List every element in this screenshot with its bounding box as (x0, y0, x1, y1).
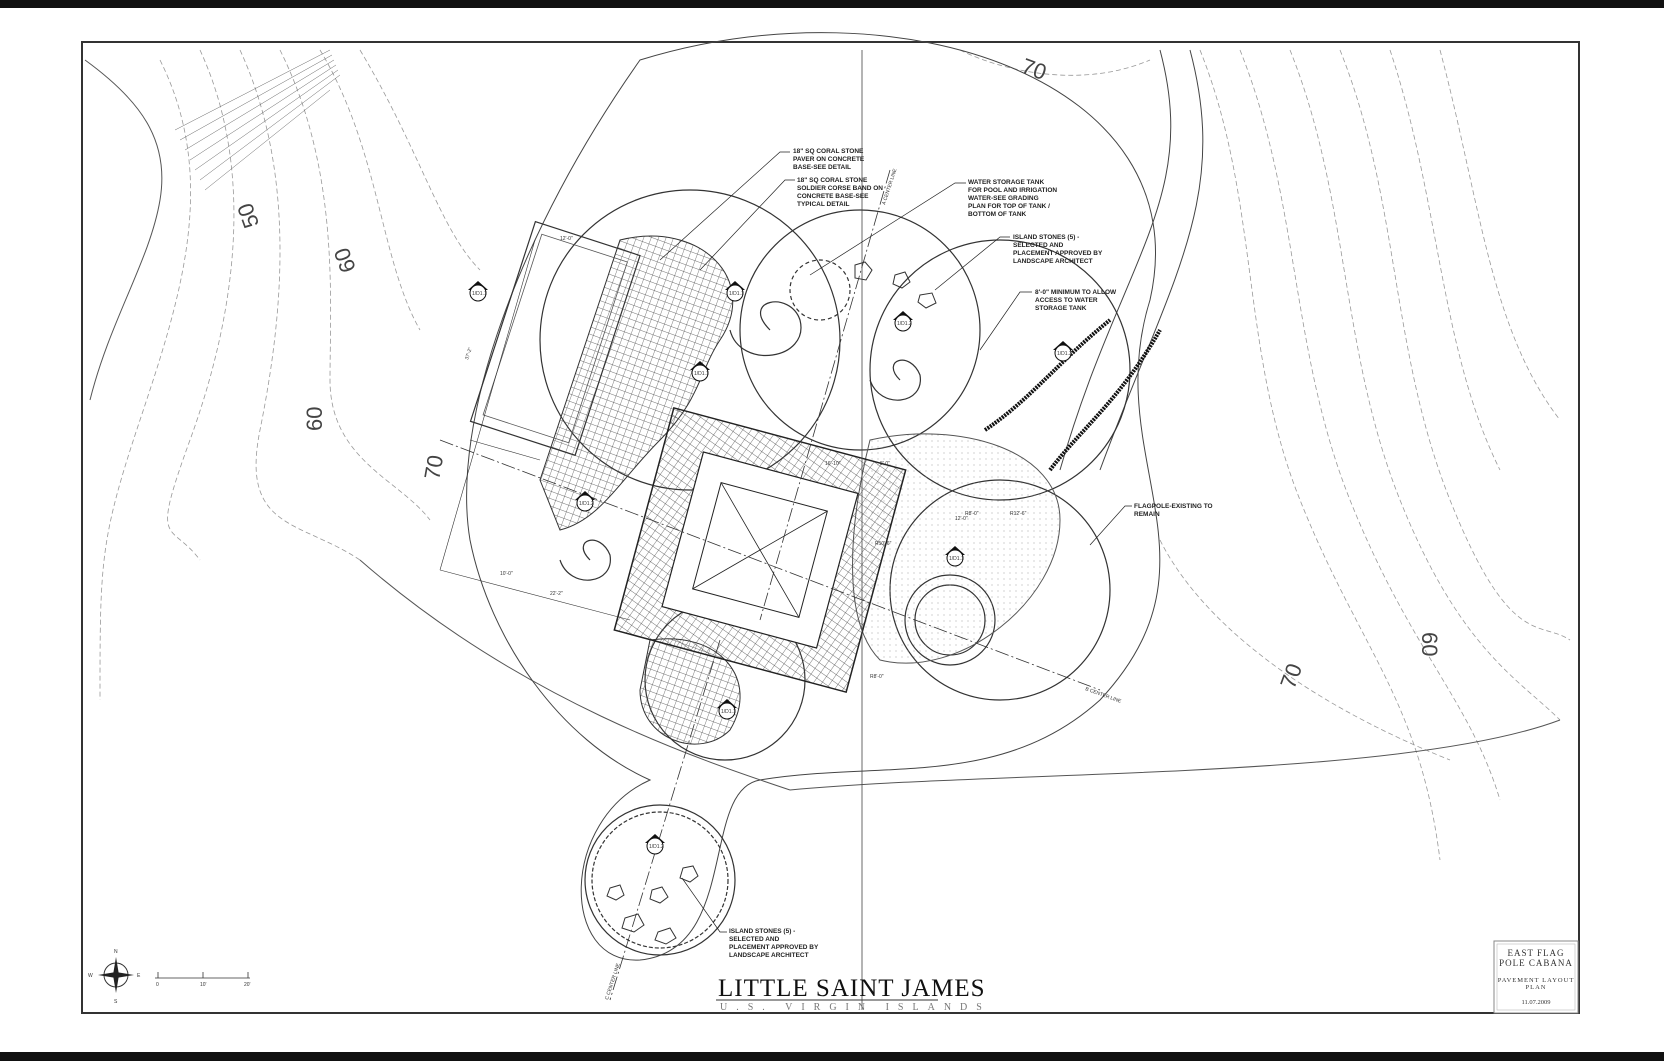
dimension-label: 12'-0" (955, 516, 968, 522)
scan-edge-top (0, 0, 1664, 8)
svg-text:1/D1.1: 1/D1.1 (729, 291, 744, 297)
road-edge-east (1099, 49, 1204, 471)
decorative-spirals (559, 301, 921, 581)
drawing-date: 11.07.2009 (1521, 999, 1550, 1006)
dimension-label: 8'-0" (880, 461, 890, 467)
dimension-label: R10'-6" (875, 541, 892, 547)
detail-tag: 1/D1.1 (690, 361, 710, 382)
contour-label: 60 (1417, 632, 1442, 656)
detail-tag: 1/D1.1 (945, 546, 965, 567)
dimension-label: 10'-0" (500, 571, 513, 577)
site-boundary (789, 719, 1561, 791)
detail-tag: 1/D1.2 (893, 311, 913, 332)
svg-text:N: N (114, 949, 118, 955)
dimension-lines (439, 239, 631, 621)
hatched-slope (174, 49, 341, 191)
leader-lines (659, 151, 1132, 933)
contour-lines (99, 49, 1571, 861)
road-edge-west (1059, 49, 1172, 471)
detail-tag: 1/D1.1 (725, 281, 745, 302)
sheet-name-line1: Pavement Layout (1498, 977, 1575, 984)
dimension-label: 16'-10" (825, 461, 841, 467)
site-boundary-west (359, 559, 791, 791)
detail-tag: 1/D1.1 (717, 699, 737, 720)
scan-edge-bottom (0, 1052, 1664, 1061)
detail-tag: 1/D1.3 (1053, 341, 1073, 362)
svg-text:W: W (88, 973, 93, 979)
dimension-label: 12'-0" (560, 236, 573, 242)
title-block: East Flag Pole Cabana Pavement Layout Pl… (1493, 940, 1579, 1014)
svg-text:1/D1.1: 1/D1.1 (472, 291, 487, 297)
svg-text:20': 20' (244, 982, 251, 988)
drawing-title: Little Saint James (718, 975, 986, 1002)
detail-tag: 1/D1.2 (575, 491, 595, 512)
pool (469, 220, 641, 457)
north-arrow-compass-icon: N S E W (88, 949, 141, 1005)
detail-tags: 1/D1.1 1/D1.1 1/D1.2 1/D1.3 1/D1.1 1/D1.… (468, 281, 1073, 855)
landscape-outline (466, 32, 1161, 961)
svg-text:1/D1.2: 1/D1.2 (649, 844, 664, 850)
svg-text:1/D1.3: 1/D1.3 (1057, 351, 1072, 357)
dimension-label: R8'-0" (965, 511, 979, 517)
dimension-label: R8'-0" (870, 674, 884, 680)
svg-text:1/D1.2: 1/D1.2 (897, 321, 912, 327)
svg-text:1/D1.1: 1/D1.1 (694, 371, 709, 377)
project-name-line1: East Flag (1507, 948, 1564, 958)
dimension-label: 22'-2" (550, 591, 563, 597)
svg-text:0: 0 (156, 982, 159, 988)
cabana-building (613, 406, 907, 694)
sheet-name-line2: Plan (1526, 984, 1547, 991)
drawing-subtitle: U.S. Virgin Islands (720, 1002, 991, 1013)
center-lines (439, 169, 1101, 1001)
detail-tag: 1/D1.2 (645, 834, 665, 855)
drawing-border (81, 41, 1580, 1014)
contour-label: 70 (419, 453, 448, 481)
svg-text:S: S (114, 999, 118, 1005)
project-name-line2: Pole Cabana (1499, 958, 1573, 968)
stone-wall-curved (983, 318, 1162, 472)
svg-text:1/D1.2: 1/D1.2 (579, 501, 594, 507)
svg-text:1/D1.1: 1/D1.1 (949, 556, 964, 562)
dimension-label: R12'-6" (1010, 511, 1027, 517)
svg-text:E: E (137, 973, 141, 979)
scale-bar: 0 10' 20' (155, 972, 251, 988)
dimension-label: 37'-2" (464, 346, 474, 360)
svg-text:1/D1.1: 1/D1.1 (721, 709, 736, 715)
svg-text:10': 10' (200, 982, 207, 988)
contour-label: 60 (302, 407, 327, 431)
shoreline (84, 59, 163, 401)
detail-tag: 1/D1.1 (468, 281, 488, 302)
